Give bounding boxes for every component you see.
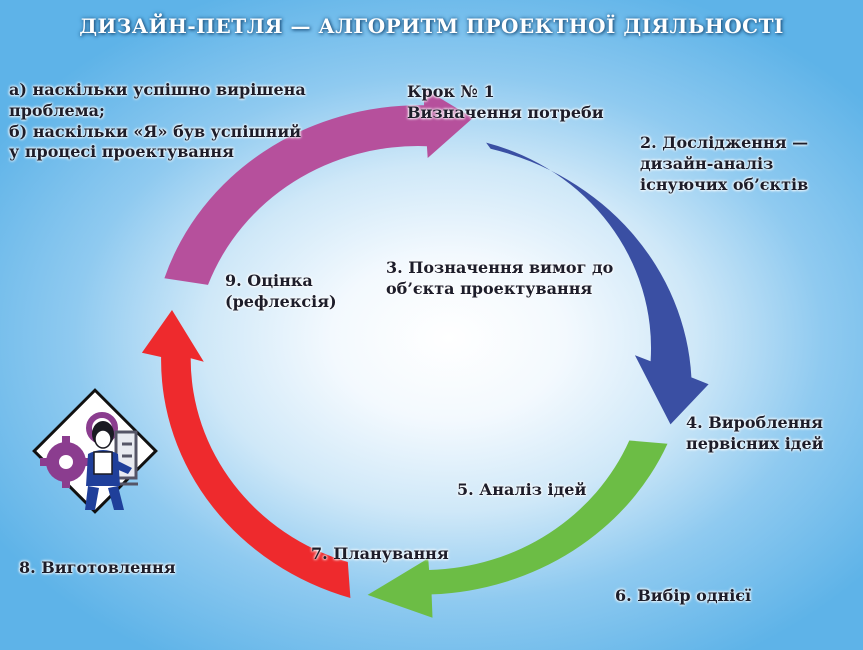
step-6-label: 6. Вибір однієї (615, 586, 752, 605)
step-8-label: 8. Виготовлення (19, 558, 176, 577)
step-1-label: Крок № 1 Визначення потреби (407, 82, 604, 122)
gear-worker-illustration (32, 388, 158, 514)
step-7-label: 7. Планування (311, 544, 449, 563)
step-2-label: 2. Дослідження — дизайн-аналіз існуючих … (640, 133, 809, 194)
step-4-label: 4. Вироблення первісних ідей (686, 413, 824, 453)
arrow-green (367, 440, 668, 618)
arrow-magenta (164, 88, 473, 285)
arrow-blue (486, 142, 709, 425)
step-5-label: 5. Аналіз ідей (457, 480, 587, 499)
worker-icon (85, 421, 132, 510)
reflection-note: а) наскільки успішно вирішена проблема; … (9, 80, 306, 162)
diagram-title: ДИЗАЙН-ПЕТЛЯ — АЛГОРИТМ ПРОЕКТНОЇ ДІЯЛЬН… (79, 14, 784, 38)
step-9-label: 9. Оцінка (рефлексія) (225, 271, 337, 311)
step-3-label: 3. Позначення вимог до об’єкта проектува… (386, 258, 614, 298)
machinery-icon (88, 430, 138, 486)
arrow-red (141, 310, 351, 598)
